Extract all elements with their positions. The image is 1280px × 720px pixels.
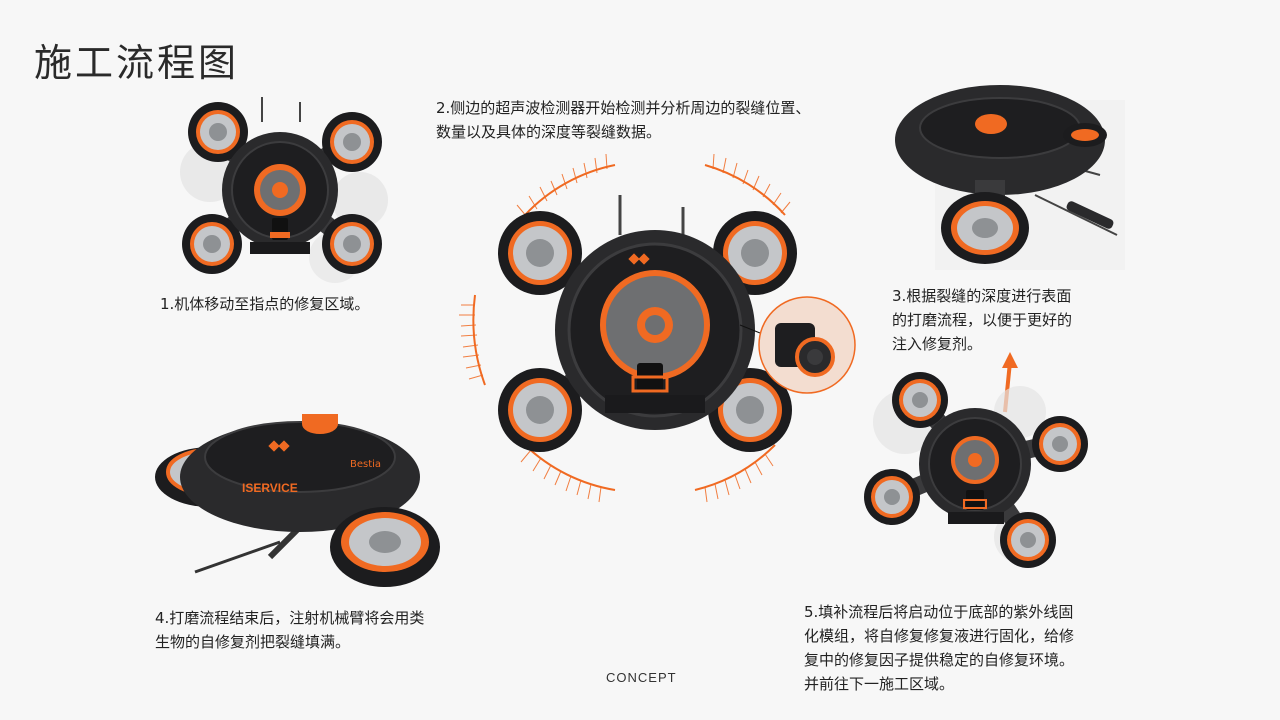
- step1-caption: 1.机体移动至指点的修复区域。: [160, 292, 369, 316]
- step4-line: 生物的自修复剂把裂缝填满。: [155, 633, 351, 651]
- step5-line: 并前往下一施工区域。: [804, 675, 955, 693]
- robot-step3-illustration: [895, 85, 1125, 270]
- robot-step2-illustration: [459, 153, 856, 503]
- step3-line: 注入修复剂。: [892, 335, 983, 353]
- step5-line: 复中的修复因子提供稳定的自修复环境。: [804, 651, 1075, 669]
- page-title: 施工流程图: [34, 41, 240, 85]
- robot-step5-illustration: [864, 352, 1088, 568]
- step4-line: 4.打磨流程结束后，注射机械臂将会用类: [155, 609, 425, 627]
- step3-line: 的打磨流程，以便于更好的: [892, 311, 1073, 329]
- step2-line: 数量以及具体的深度等裂缝数据。: [436, 123, 662, 141]
- step5-line: 化模组，将自修复修复液进行固化，给修: [804, 627, 1075, 645]
- robot-step4-illustration: Bestia ISERVICE: [155, 414, 440, 587]
- step4-caption: 4.打磨流程结束后，注射机械臂将会用类 生物的自修复剂把裂缝填满。: [155, 606, 424, 654]
- step1-line: 1.机体移动至指点的修复区域。: [160, 295, 370, 313]
- step2-line: 2.侧边的超声波检测器开始检测并分析周边的裂缝位置、: [436, 99, 811, 117]
- brand-logo-text: Bestia: [350, 459, 381, 470]
- service-logo-text: ISERVICE: [242, 481, 298, 495]
- step5-line: 5.填补流程后将启动位于底部的紫外线固: [804, 603, 1074, 621]
- step3-caption: 3.根据裂缝的深度进行表面 的打磨流程，以便于更好的 注入修复剂。: [892, 284, 1072, 356]
- step2-caption: 2.侧边的超声波检测器开始检测并分析周边的裂缝位置、 数量以及具体的深度等裂缝数…: [436, 96, 810, 144]
- step3-line: 3.根据裂缝的深度进行表面: [892, 287, 1072, 305]
- concept-footer: CONCEPT: [606, 670, 677, 685]
- robot-step1-illustration: [180, 97, 388, 283]
- step5-caption: 5.填补流程后将启动位于底部的紫外线固 化模组，将自修复修复液进行固化，给修 复…: [804, 600, 1074, 696]
